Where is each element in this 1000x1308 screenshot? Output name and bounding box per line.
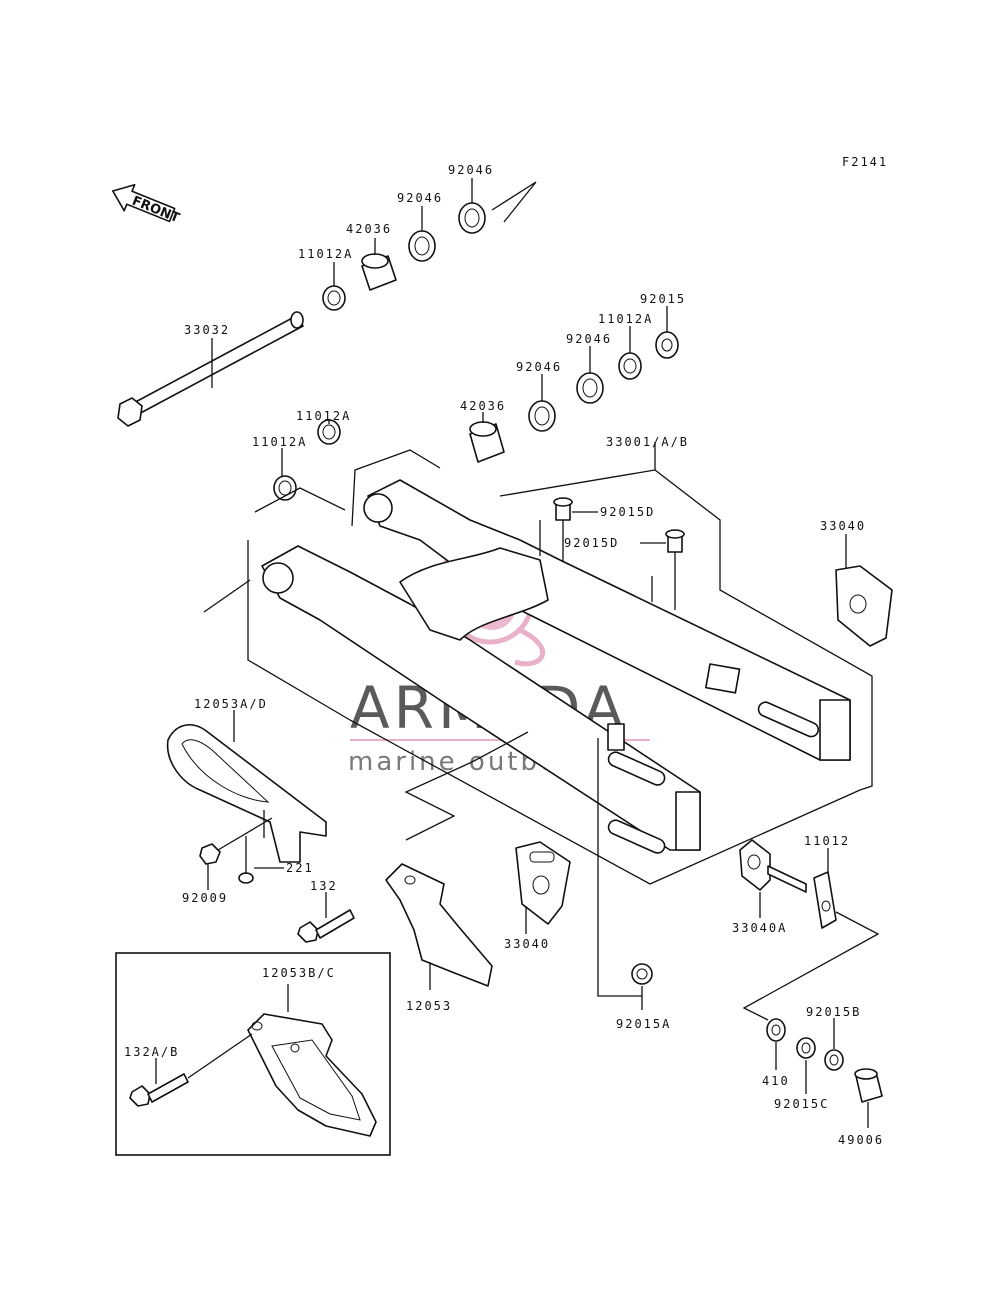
seal-11012a-top bbox=[322, 285, 346, 311]
washer-410 bbox=[766, 1018, 786, 1042]
guard-12053bc bbox=[247, 1013, 377, 1137]
label-92015b: 92015B bbox=[806, 1005, 861, 1019]
label-11012a-m1: 11012A bbox=[296, 409, 351, 423]
label-92046-b: 92046 bbox=[397, 191, 443, 205]
screw-221 bbox=[238, 836, 254, 884]
label-12053bc: 12053B/C bbox=[262, 966, 336, 980]
bearing-92046-top bbox=[458, 202, 486, 234]
chain-guide-12053ad bbox=[166, 724, 327, 863]
label-410: 410 bbox=[762, 1074, 790, 1088]
label-11012: 11012 bbox=[804, 834, 850, 848]
label-92015a: 92015A bbox=[616, 1017, 671, 1031]
axle-33032 bbox=[117, 311, 304, 427]
label-12053: 12053 bbox=[406, 999, 452, 1013]
collar-92015d-1 bbox=[553, 497, 573, 521]
label-42036-mid: 42036 bbox=[460, 399, 506, 413]
label-11012a-m2: 11012A bbox=[252, 435, 307, 449]
label-33040a: 33040A bbox=[732, 921, 787, 935]
cap-49006 bbox=[854, 1068, 883, 1103]
nut-92015 bbox=[655, 331, 679, 359]
label-11012a-right: 11012A bbox=[598, 312, 653, 326]
label-92015d-2: 92015D bbox=[564, 536, 619, 550]
label-92015c: 92015C bbox=[774, 1097, 829, 1111]
label-92009: 92009 bbox=[182, 891, 228, 905]
label-132: 132 bbox=[310, 879, 338, 893]
nut-92015a bbox=[631, 963, 653, 985]
bearing-92046-b bbox=[408, 230, 436, 262]
collar-42036-top bbox=[361, 253, 397, 291]
swingarm-33001 bbox=[261, 479, 851, 854]
guard-12053 bbox=[385, 863, 493, 987]
label-92015: 92015 bbox=[640, 292, 686, 306]
collar-42036-mid bbox=[469, 421, 505, 463]
nut-92015b bbox=[824, 1049, 844, 1071]
label-132ab: 132A/B bbox=[124, 1045, 179, 1059]
plate-11012 bbox=[813, 871, 837, 929]
figure-code: F2141 bbox=[842, 155, 888, 169]
seal-11012a-right bbox=[618, 352, 642, 380]
front-label: FRONT bbox=[130, 194, 182, 227]
inset-box bbox=[115, 952, 391, 1156]
collar-92015d-2 bbox=[665, 529, 685, 553]
seal-11012a-m2 bbox=[273, 475, 297, 501]
nut-92015c bbox=[796, 1037, 816, 1059]
bearing-92046-r2 bbox=[528, 400, 556, 432]
adjuster-33040a bbox=[739, 839, 807, 893]
label-49006: 49006 bbox=[838, 1133, 884, 1147]
label-92046-r2: 92046 bbox=[516, 360, 562, 374]
label-33040-right: 33040 bbox=[820, 519, 866, 533]
bolt-132 bbox=[297, 909, 355, 943]
label-221: 221 bbox=[286, 861, 314, 875]
bolt-132ab bbox=[129, 1033, 253, 1107]
label-11012a-top: 11012A bbox=[298, 247, 353, 261]
bolt-92009 bbox=[199, 817, 273, 865]
bracket-33040-right bbox=[835, 565, 893, 647]
label-33032: 33032 bbox=[184, 323, 230, 337]
bracket-33040-center bbox=[515, 841, 571, 925]
label-92015d-1: 92015D bbox=[600, 505, 655, 519]
label-33001: 33001/A/B bbox=[606, 435, 689, 449]
label-42036-top: 42036 bbox=[346, 222, 392, 236]
label-92046-r1: 92046 bbox=[566, 332, 612, 346]
bearing-92046-r1 bbox=[576, 372, 604, 404]
label-33040-center: 33040 bbox=[504, 937, 550, 951]
label-92046-top: 92046 bbox=[448, 163, 494, 177]
front-arrow-icon: FRONT bbox=[111, 183, 182, 227]
label-12053ad: 12053A/D bbox=[194, 697, 268, 711]
